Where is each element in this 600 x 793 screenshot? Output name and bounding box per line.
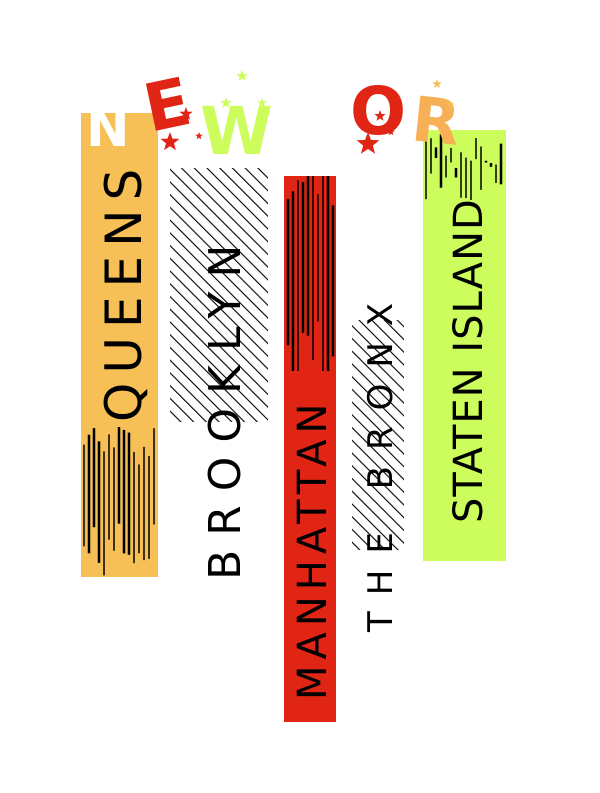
brooklyn-label: BROOKLYN: [200, 231, 251, 580]
staten-island-stripes: [425, 130, 503, 200]
star-icon: [220, 97, 232, 108]
title: N E W O R: [86, 63, 464, 170]
queens-stripes: [83, 427, 155, 576]
star-icon: [195, 132, 203, 140]
star-icon: [446, 100, 454, 108]
title-letter-o: O: [350, 73, 406, 150]
manhattan-stripes: [286, 176, 335, 371]
queens-column: QUEENS: [81, 113, 158, 577]
staten-island-bar: [423, 185, 506, 561]
bronx-hatch-block: [352, 320, 404, 550]
star-icon: [374, 110, 386, 121]
queens-label: QUEENS: [95, 160, 153, 422]
star-icon: [387, 128, 395, 136]
star-icon: [257, 98, 267, 107]
stars: [160, 70, 454, 154]
star-icon: [160, 132, 180, 151]
star-icon: [236, 70, 248, 81]
brooklyn-column: BROOKLYN: [170, 168, 268, 580]
title-letter-r: R: [408, 82, 463, 160]
bronx-column: THE BRONX: [352, 287, 404, 633]
manhattan-column: MANHATTAN: [284, 176, 336, 722]
title-letter-n: N: [86, 99, 130, 159]
manhattan-label: MANHATTAN: [290, 398, 336, 700]
bronx-label: THE BRONX: [361, 287, 401, 633]
star-icon: [432, 79, 442, 88]
staten-island-label: STATEN ISLAND: [446, 198, 492, 523]
star-icon: [179, 107, 193, 120]
staten-island-column: STATEN ISLAND: [423, 130, 506, 561]
brooklyn-hatch-block: [170, 168, 268, 422]
star-icon: [356, 132, 380, 154]
